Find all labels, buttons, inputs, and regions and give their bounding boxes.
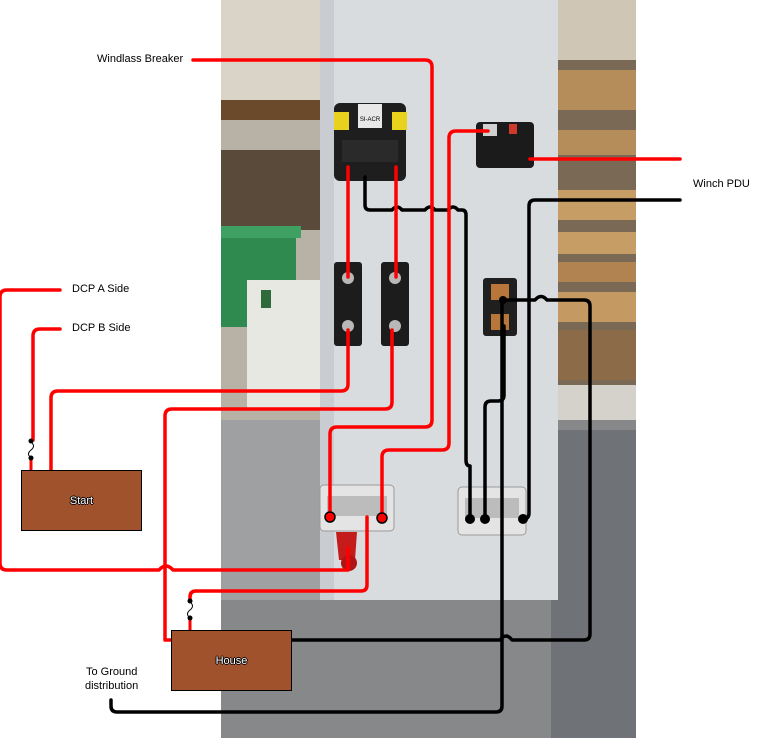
ground-distribution-label: distribution <box>85 680 139 692</box>
windlass-breaker-label: Windlass Breaker <box>97 53 184 65</box>
acr-label: SI-ACR <box>360 117 381 123</box>
dcp-b-wire <box>31 327 62 442</box>
dcp-b-side-label: DCP B Side <box>72 322 131 334</box>
house-fuse-symbol <box>187 601 193 619</box>
start-battery-label: Start <box>69 494 94 507</box>
start-fuse-symbol <box>28 441 34 459</box>
fuse-b-to-house-wire <box>163 328 394 642</box>
fuse-a-to-start-wire <box>49 328 350 472</box>
winch-pdu-label: Winch PDU <box>693 178 750 190</box>
windlass-breaker-wire <box>191 58 434 519</box>
house-battery: House <box>171 630 292 691</box>
winch-pdu-negative-wire <box>521 198 682 521</box>
ground-distribution-wire <box>109 298 504 714</box>
breaker-to-busbar-wire <box>380 129 490 519</box>
to-ground-label: To Ground <box>86 666 138 678</box>
photo-drawing: SI-ACR <box>221 0 636 738</box>
house-switch-wire <box>188 515 369 602</box>
start-battery: Start <box>21 470 142 531</box>
acr-ground-wire <box>363 175 472 519</box>
dcp-a-side-label: DCP A Side <box>72 283 130 295</box>
house-battery-label: House <box>215 654 248 667</box>
panel-photo: SI-ACR <box>221 0 636 738</box>
dcp-a-wire <box>0 288 350 572</box>
house-negative-wire <box>289 294 592 642</box>
